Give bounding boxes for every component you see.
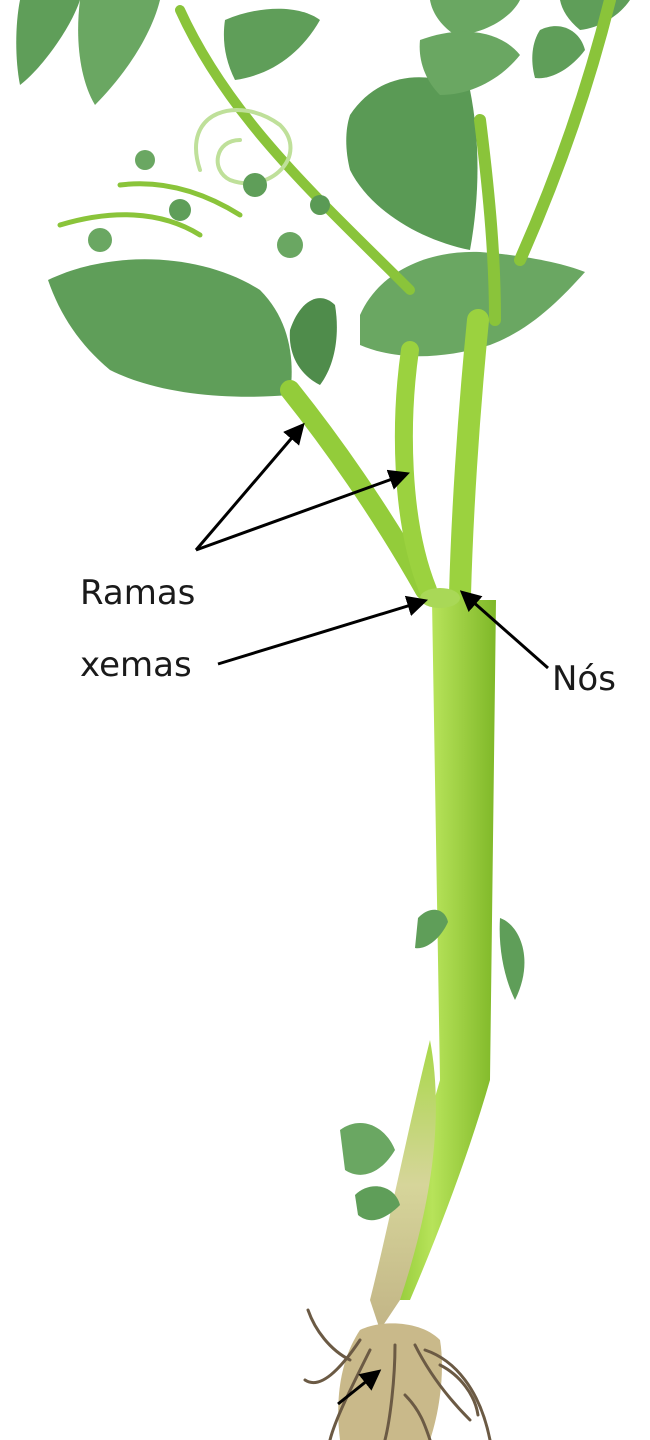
label-nos: Nós	[552, 662, 616, 696]
leaf	[346, 77, 477, 250]
small-leaf	[500, 918, 525, 1000]
roots	[305, 1310, 490, 1440]
root	[308, 1310, 350, 1360]
leaf	[532, 26, 585, 78]
annotation-arrows	[196, 426, 548, 1404]
branch-right	[460, 320, 478, 595]
leaf	[78, 0, 160, 105]
leaf	[290, 298, 337, 385]
leaf	[560, 0, 630, 30]
bud	[243, 173, 267, 197]
leaf	[48, 259, 292, 396]
leaf	[430, 0, 520, 35]
stem-lower	[370, 1040, 436, 1330]
leaf	[224, 9, 320, 80]
bud	[88, 228, 112, 252]
upper-foliage	[16, 0, 630, 397]
leaf	[16, 0, 80, 85]
bud	[277, 232, 303, 258]
label-ramas: Ramas	[80, 576, 195, 610]
bud	[135, 150, 155, 170]
bud	[169, 199, 191, 221]
bud	[310, 195, 330, 215]
main-stems	[290, 320, 524, 1330]
node	[420, 588, 460, 608]
branch-middle	[404, 350, 428, 590]
arrow-xemas	[218, 601, 424, 664]
small-leaf	[340, 1123, 395, 1175]
label-xemas: xemas	[80, 648, 192, 682]
leaf	[420, 32, 520, 95]
